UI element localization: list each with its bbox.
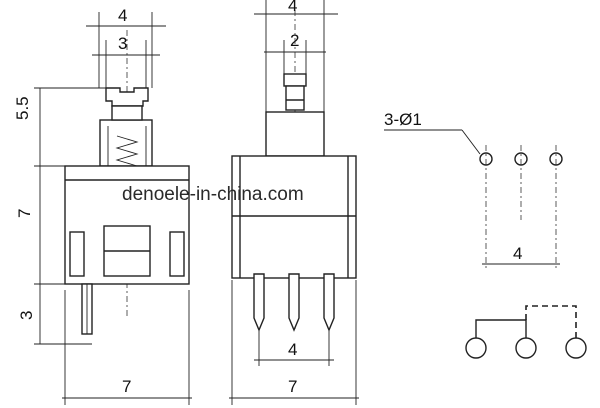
dim-label: 4 [513, 244, 522, 263]
dim-label: 3 [118, 34, 127, 53]
dim-label: 4 [288, 340, 297, 359]
pin-layout: 3-Ø1 4 [384, 110, 563, 270]
front-view-dimensions: 4 2 4 7 [229, 0, 359, 405]
dim-label: 4 [118, 6, 127, 25]
front-view [231, 10, 357, 332]
dim-label: 5.5 [13, 96, 32, 120]
dim-label: 7 [288, 377, 297, 396]
side-view-dimensions: 4 3 5.5 7 3 7 [13, 6, 192, 405]
dim-label: 2 [290, 31, 299, 50]
switch-symbol [465, 305, 587, 359]
dim-label: 7 [122, 377, 131, 396]
watermark-text: denoele-in-china.com [122, 184, 304, 205]
side-view [64, 30, 190, 335]
terminal [465, 337, 487, 359]
terminal [515, 337, 537, 359]
terminal [565, 337, 587, 359]
dim-label: 3 [17, 311, 36, 320]
dim-label: 7 [15, 209, 34, 218]
dim-label: 4 [288, 0, 297, 15]
hole-spec-label: 3-Ø1 [384, 110, 422, 129]
